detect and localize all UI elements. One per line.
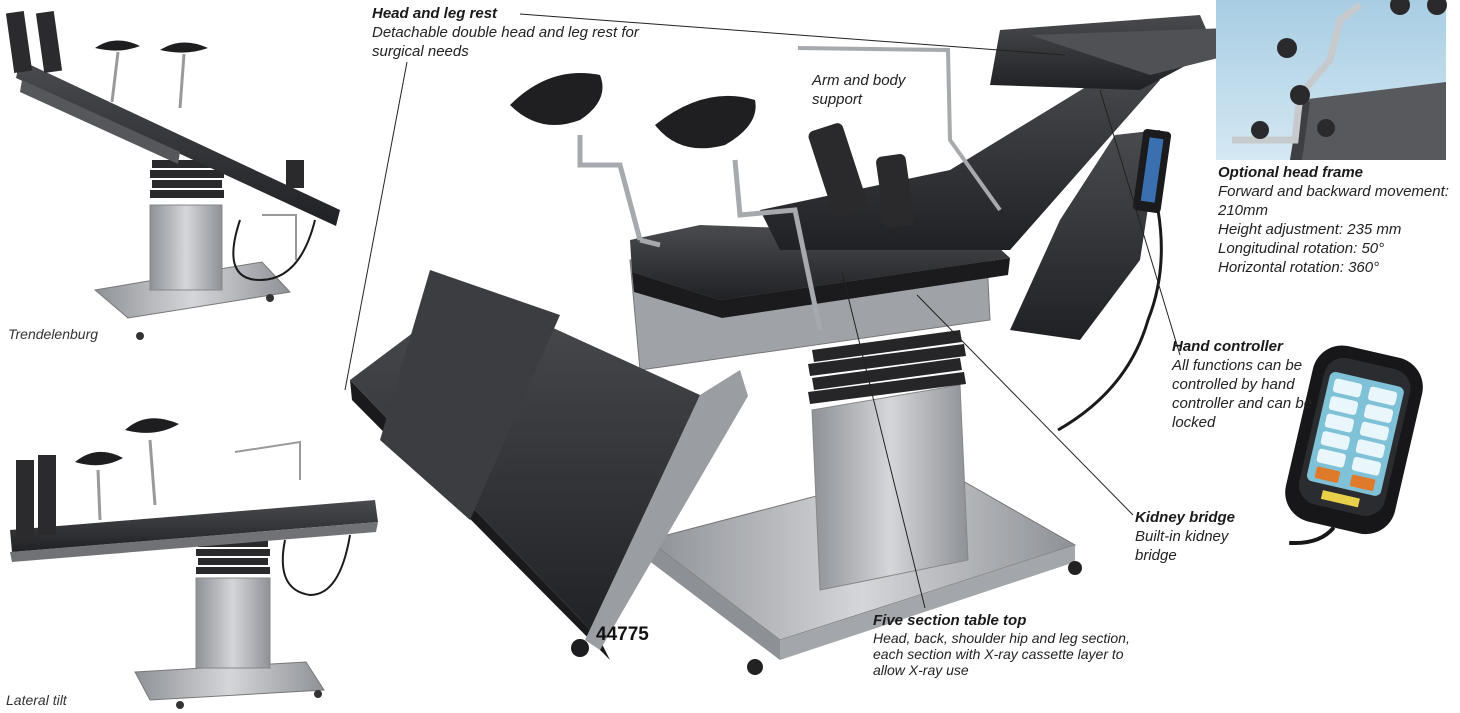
callout-leader-lines: [344, 13, 1181, 609]
lateral-tilt-caption: Lateral tilt: [6, 692, 67, 708]
head-frame-line-4: Horizontal rotation: 360°: [1218, 259, 1380, 276]
trendelenburg-table-image: [5, 11, 340, 340]
main-table-image: [350, 15, 1230, 675]
head-frame-line-3: Longitudinal rotation: 50°: [1218, 240, 1385, 257]
head-leg-rest-title: Head and leg rest: [372, 5, 498, 22]
hand-controller-image: [1285, 345, 1423, 545]
hand-controller-desc: All functions can be controlled by hand …: [1172, 357, 1313, 431]
kidney-bridge-desc: Built-in kidney bridge: [1135, 528, 1229, 564]
five-section-desc: Head, back, shoulder hip and leg section…: [873, 630, 1130, 678]
head-leg-rest-callout: Head and leg rest Detachable double head…: [372, 4, 662, 61]
five-section-title: Five section table top: [873, 612, 1027, 629]
arm-body-support-title: Arm and body support: [812, 72, 906, 108]
hand-controller-callout: Hand controller All functions can be con…: [1172, 337, 1327, 432]
five-section-callout: Five section table top Head, back, shoul…: [873, 612, 1143, 678]
head-leg-rest-desc: Detachable double head and leg rest for …: [372, 24, 639, 60]
head-frame-title: Optional head frame: [1218, 164, 1364, 181]
head-frame-line-1: Forward and backward movement: 210mm: [1218, 183, 1449, 219]
head-frame-callout: Optional head frame Forward and backward…: [1218, 163, 1458, 277]
lateral-tilt-table-image: [10, 418, 378, 709]
head-frame-inset-image: [1216, 0, 1447, 160]
kidney-bridge-title: Kidney bridge: [1135, 509, 1236, 526]
arm-body-support-callout: Arm and body support: [812, 71, 937, 109]
trendelenburg-caption: Trendelenburg: [8, 326, 99, 342]
hand-controller-title: Hand controller: [1172, 338, 1283, 355]
kidney-bridge-callout: Kidney bridge Built-in kidney bridge: [1135, 508, 1270, 565]
head-frame-line-2: Height adjustment: 235 mm: [1218, 221, 1402, 238]
model-number: 44775: [596, 624, 649, 645]
